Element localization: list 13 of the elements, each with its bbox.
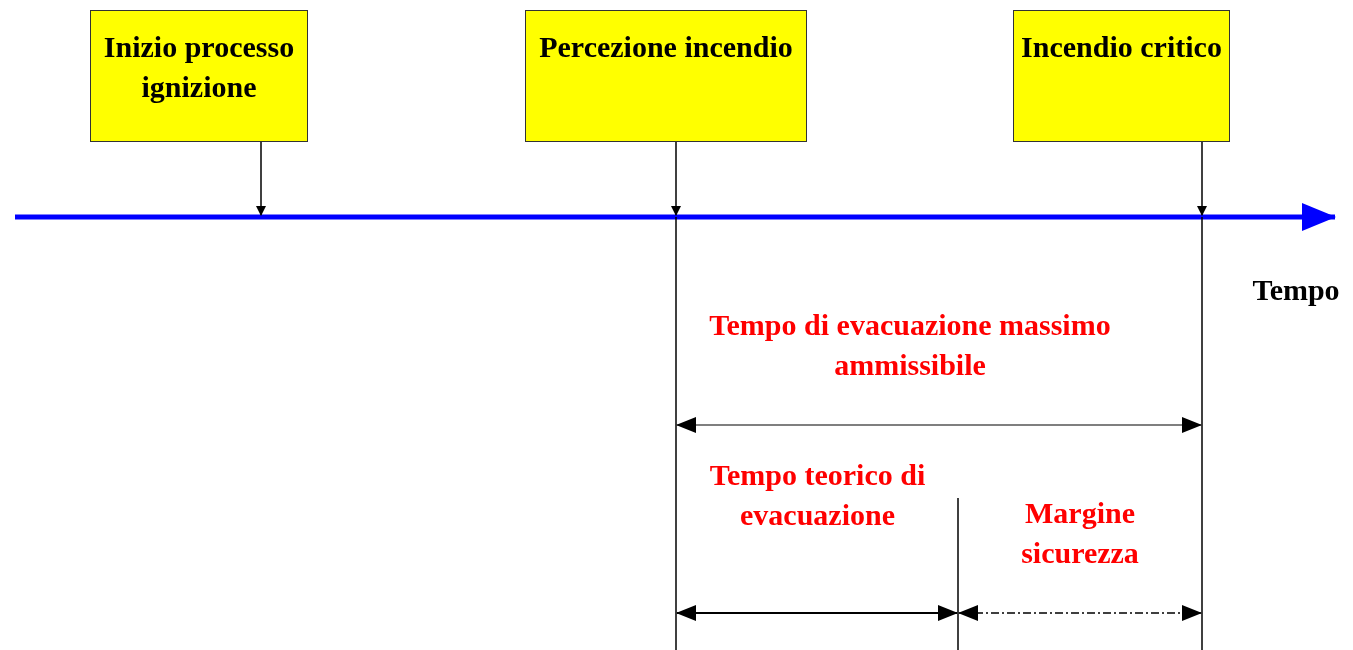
event-box [90,10,308,142]
axis-label: Tempo [1251,272,1341,308]
interval-label: Tempo di evacuazione massimo ammissibile [708,307,1112,383]
arrow [256,141,266,216]
interval-label: Tempo teorico di evacuazione [708,457,927,533]
event-box [525,10,807,142]
arrow [671,141,681,216]
event-label: Inizio processo ignizione [102,29,296,105]
event-label: Percezione incendio [539,29,793,65]
arrow [1197,141,1207,216]
interval-label: Margine sicurezza [1020,495,1140,571]
event-box [1013,10,1230,142]
event-label: Incendio critico [1021,29,1222,65]
